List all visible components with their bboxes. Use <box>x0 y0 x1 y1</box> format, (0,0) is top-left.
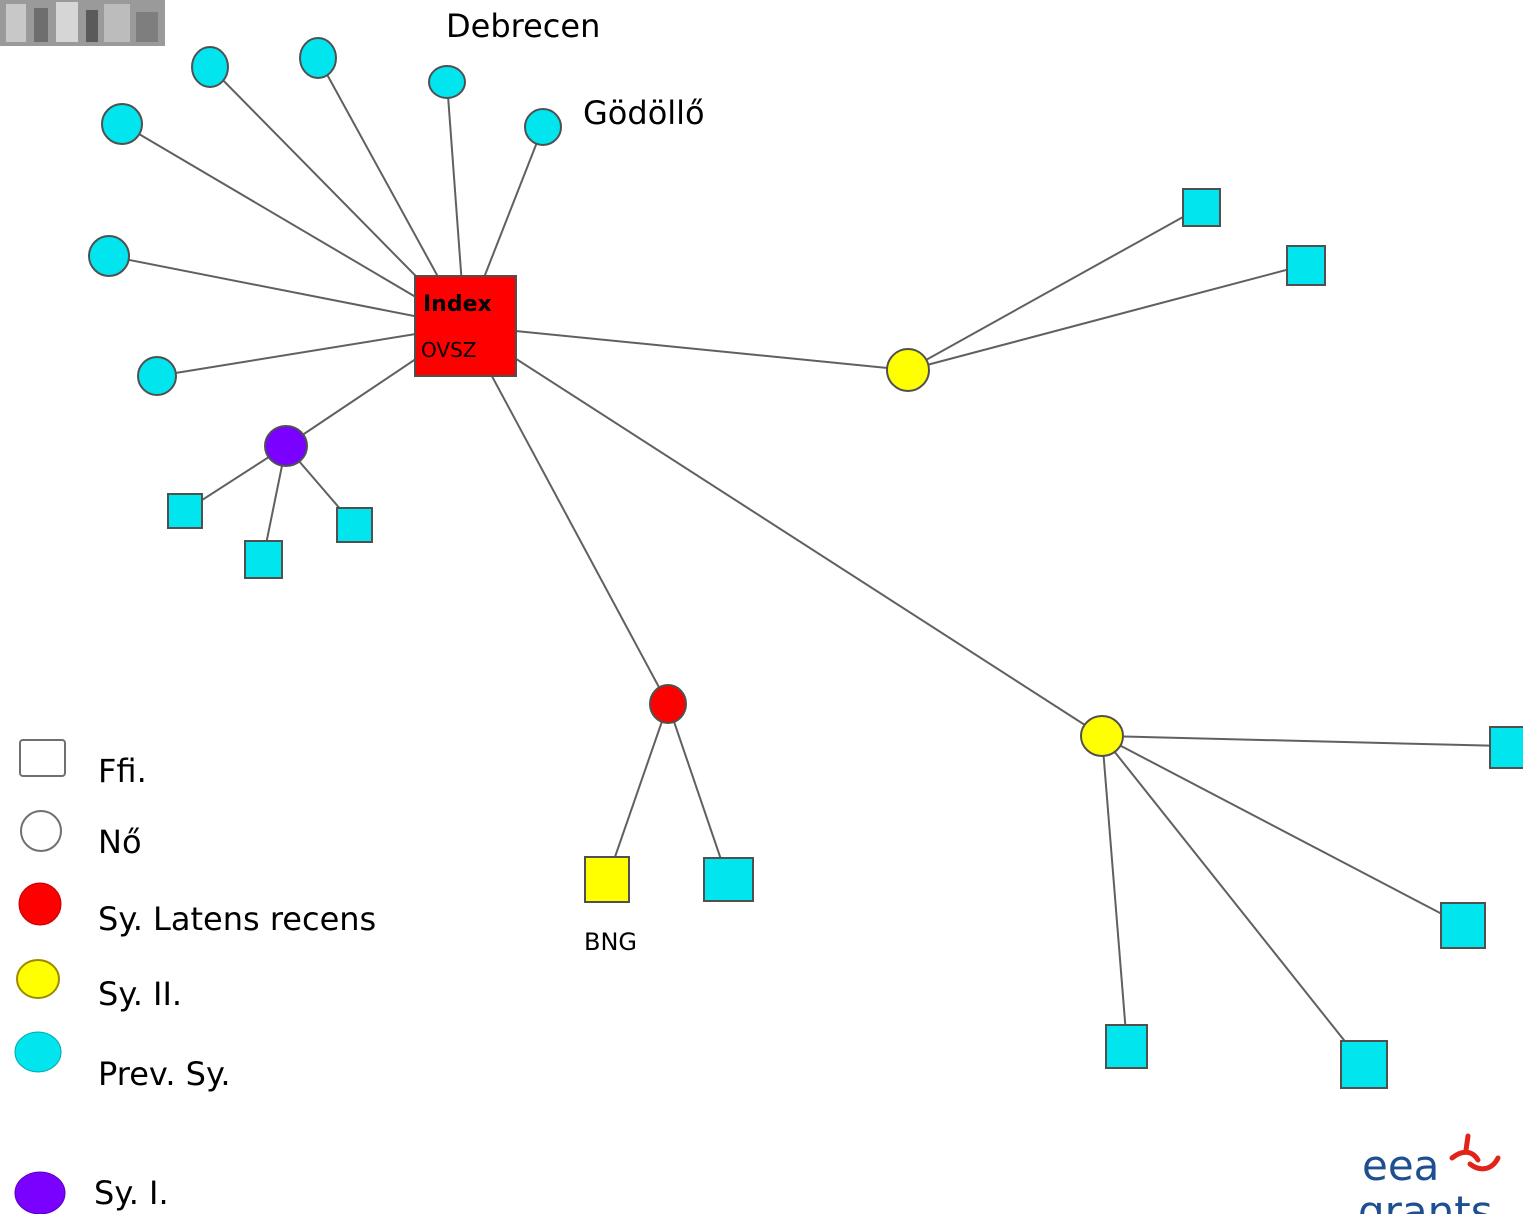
node-prev-female <box>88 235 130 277</box>
node-prev-female <box>137 356 177 396</box>
node-sy1-female <box>264 425 308 467</box>
eea-grants-logo: eea grants <box>1358 1133 1501 1214</box>
node-prev-male <box>167 493 203 529</box>
logo-text-line1: eea <box>1362 1141 1439 1190</box>
edge <box>121 123 466 327</box>
node-sy2-female <box>886 348 930 392</box>
edge <box>1101 735 1506 747</box>
node-prev-male <box>1340 1040 1388 1089</box>
node-prev-male <box>244 540 283 579</box>
edge <box>108 255 466 327</box>
node-latent-female <box>649 684 687 724</box>
legend-prev-symbol <box>14 1031 62 1073</box>
node-prev-male <box>1286 245 1326 286</box>
edge <box>156 325 466 377</box>
legend-prev-label: Prev. Sy. <box>98 1055 231 1093</box>
node-prev-male <box>703 857 754 902</box>
legend-male-label: Ffi. <box>98 752 147 790</box>
edge <box>907 264 1306 371</box>
label-debrecen: Debrecen <box>446 7 600 45</box>
legend-sy1-symbol <box>14 1171 66 1214</box>
index-node-title: Index <box>423 292 492 317</box>
edge <box>1101 735 1364 1065</box>
node-prev-male <box>1105 1024 1148 1069</box>
node-prev-female-debrecen <box>428 65 466 99</box>
label-godollo: Gödöllő <box>583 94 705 132</box>
node-index-male <box>414 275 517 377</box>
logo-swoosh-icon <box>1449 1133 1501 1172</box>
node-prev-male <box>1182 188 1221 227</box>
legend-male-symbol <box>19 739 66 777</box>
legend-latent-label: Sy. Latens recens <box>98 900 376 938</box>
legend-sy2-label: Sy. II. <box>98 975 182 1013</box>
index-node-subtitle: OVSZ <box>421 338 476 362</box>
node-prev-male <box>1440 902 1486 949</box>
edge <box>606 703 669 881</box>
corner-photo <box>0 0 165 46</box>
legend-female-symbol <box>20 810 62 852</box>
legend: Ffi. Nő Sy. Latens recens Sy. II. Prev. … <box>14 739 376 1214</box>
nodes <box>88 37 1523 1089</box>
edge <box>1101 735 1464 926</box>
legend-female-label: Nő <box>98 823 142 861</box>
node-prev-female <box>191 46 229 88</box>
edge <box>464 325 909 371</box>
legend-sy2-symbol <box>16 959 60 999</box>
edge <box>1101 735 1128 1047</box>
legend-latent-symbol <box>18 882 62 926</box>
node-prev-male <box>336 507 373 543</box>
legend-sy1-label: Sy. I. <box>94 1174 169 1212</box>
logo-text-line2: grants <box>1358 1187 1493 1214</box>
node-prev-male <box>1489 726 1523 769</box>
node-prev-female-godollo <box>524 108 562 146</box>
edge <box>667 703 729 881</box>
label-bng: BNG <box>584 928 637 956</box>
node-prev-female <box>101 103 143 145</box>
edge <box>464 325 1103 737</box>
node-sy2-male-bng <box>584 856 630 903</box>
node-prev-female <box>299 37 337 79</box>
edge <box>907 206 1202 371</box>
node-sy2-female <box>1080 715 1124 757</box>
edge <box>464 325 669 705</box>
